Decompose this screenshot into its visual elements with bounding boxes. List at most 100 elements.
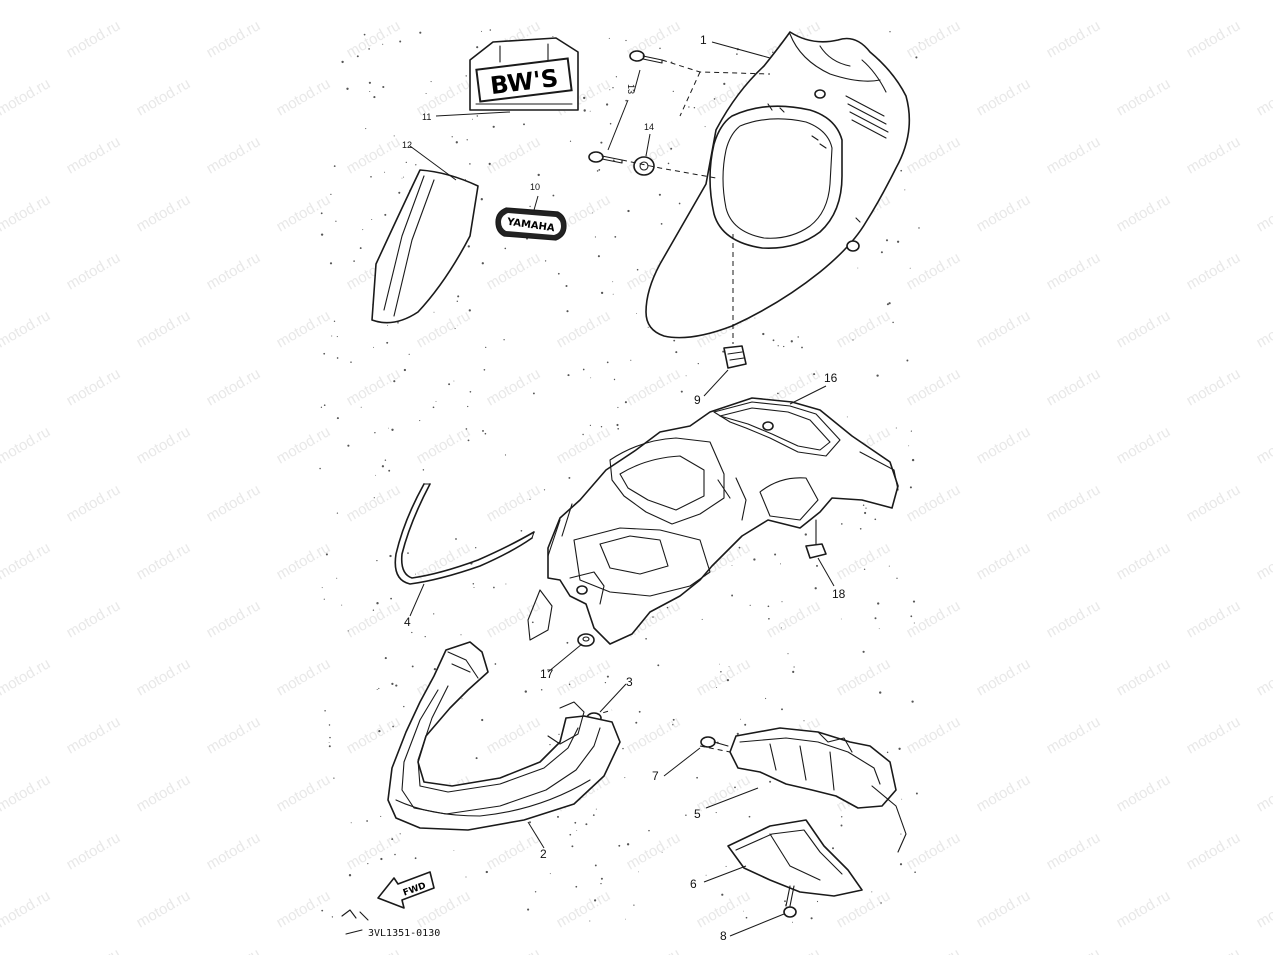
watermark-text: motod.ru: [0, 0, 53, 3]
speckle-dot: [576, 830, 578, 831]
watermark-text: motod.ru: [134, 0, 194, 3]
speckle-dot: [320, 233, 324, 236]
speckle-dot: [480, 30, 483, 32]
speckle-dot: [627, 209, 630, 213]
speckle-dot: [600, 877, 603, 880]
watermark-text: motod.ru: [484, 829, 544, 873]
watermark-text: motod.ru: [274, 655, 334, 699]
speckle-dot: [625, 39, 627, 42]
speckle-dot: [793, 666, 795, 668]
speckle-dot: [840, 523, 843, 525]
speckle-dot: [914, 871, 916, 874]
watermark-text: motod.ru: [974, 75, 1034, 119]
watermark-text: motod.ru: [134, 887, 194, 931]
speckle-dot: [672, 724, 674, 726]
watermark-text: motod.ru: [134, 423, 194, 467]
callout-leader-lines: [409, 41, 835, 937]
speckle-dot: [466, 139, 468, 141]
speckle-dot: [320, 406, 323, 408]
speckle-dot: [787, 653, 789, 655]
speckle-dot: [353, 260, 355, 262]
speckle-dot: [419, 31, 422, 34]
watermark-text: motod.ru: [64, 249, 124, 293]
part-9-clip[interactable]: [723, 345, 747, 369]
speckle-dot: [359, 247, 362, 250]
part-1-front-cover[interactable]: [645, 31, 911, 339]
speckle-dot: [624, 401, 627, 404]
watermark-text: motod.ru: [1254, 771, 1273, 815]
watermark-text: motod.ru: [904, 481, 964, 525]
part-10-yamaha-badge[interactable]: YAMAHA: [495, 207, 567, 241]
watermark-text: motod.ru: [344, 597, 404, 641]
speckle-dot: [913, 622, 915, 624]
speckle-dot: [678, 202, 681, 205]
watermark-text: motod.ru: [134, 539, 194, 583]
part-11-bws-emblem[interactable]: BW'S: [469, 37, 579, 111]
speckle-dot: [583, 96, 586, 100]
part-2-lower-cover[interactable]: [387, 641, 621, 831]
speckle-dot: [685, 375, 687, 377]
watermark-text: motod.ru: [1044, 829, 1104, 873]
speckle-dot: [736, 53, 738, 55]
speckle-dot: [328, 724, 331, 726]
part-17-nut[interactable]: [577, 633, 595, 647]
watermark-text: motod.ru: [1184, 713, 1244, 757]
part-5-bracket[interactable]: [729, 727, 907, 853]
part-18-nut[interactable]: [805, 519, 827, 559]
speckle-dot: [622, 747, 624, 750]
part-4-trim-strip[interactable]: [394, 483, 535, 585]
speckle-dot: [394, 853, 396, 856]
watermark-text: motod.ru: [204, 481, 264, 525]
speckle-dot: [549, 743, 551, 746]
speckle-dot: [557, 272, 560, 275]
speckle-dot: [900, 833, 902, 835]
speckle-dot: [582, 433, 584, 436]
speckle-dot: [321, 587, 323, 589]
speckle-dot: [485, 870, 488, 874]
speckle-dot: [904, 189, 906, 191]
speckle-dot: [489, 29, 492, 31]
speckle-dot: [469, 163, 471, 165]
speckle-dot: [375, 474, 377, 476]
speckle-dot: [768, 617, 770, 620]
part-8-bolt[interactable]: [783, 885, 797, 918]
speckle-dot: [335, 220, 337, 222]
speckle-dot: [384, 657, 387, 660]
callout-6: 6: [690, 877, 697, 891]
speckle-dot: [685, 814, 687, 816]
part-16-rear-fender[interactable]: [527, 397, 899, 645]
part-6-splash-guard[interactable]: [727, 819, 863, 897]
speckle-dot: [772, 339, 775, 342]
speckle-dot: [596, 170, 599, 172]
speckle-dot: [485, 346, 487, 349]
speckle-dot: [395, 684, 398, 687]
speckle-dot: [659, 47, 661, 50]
speckle-dot: [569, 140, 572, 142]
part-13-screws[interactable]: [588, 50, 663, 164]
speckle-dot: [323, 352, 326, 355]
speckle-dot: [615, 76, 618, 78]
part-12-stripe-decal[interactable]: [371, 169, 479, 324]
speckle-dot: [901, 798, 903, 800]
speckle-dot: [604, 681, 607, 684]
speckle-dot: [911, 458, 915, 462]
speckle-dot: [612, 293, 614, 295]
speckle-dot: [341, 60, 344, 64]
watermark-text: motod.ru: [414, 307, 474, 351]
part-7-screw[interactable]: [700, 736, 729, 748]
watermark-text: motod.ru: [134, 75, 194, 119]
speckle-dot: [816, 564, 818, 567]
speckle-dot: [589, 110, 591, 112]
speckle-dot: [638, 710, 641, 713]
speckle-dot: [557, 815, 559, 818]
part-14-grommet[interactable]: [633, 156, 655, 176]
speckle-dot: [480, 198, 483, 201]
speckle-dot: [594, 236, 596, 238]
watermark-text: motod.ru: [274, 75, 334, 119]
speckle-dot: [543, 489, 546, 491]
speckle-dot: [369, 90, 371, 93]
speckle-dot: [670, 147, 673, 150]
watermark-text: motod.ru: [1184, 481, 1244, 525]
speckle-dot: [777, 345, 779, 347]
speckle-dot: [612, 281, 614, 283]
